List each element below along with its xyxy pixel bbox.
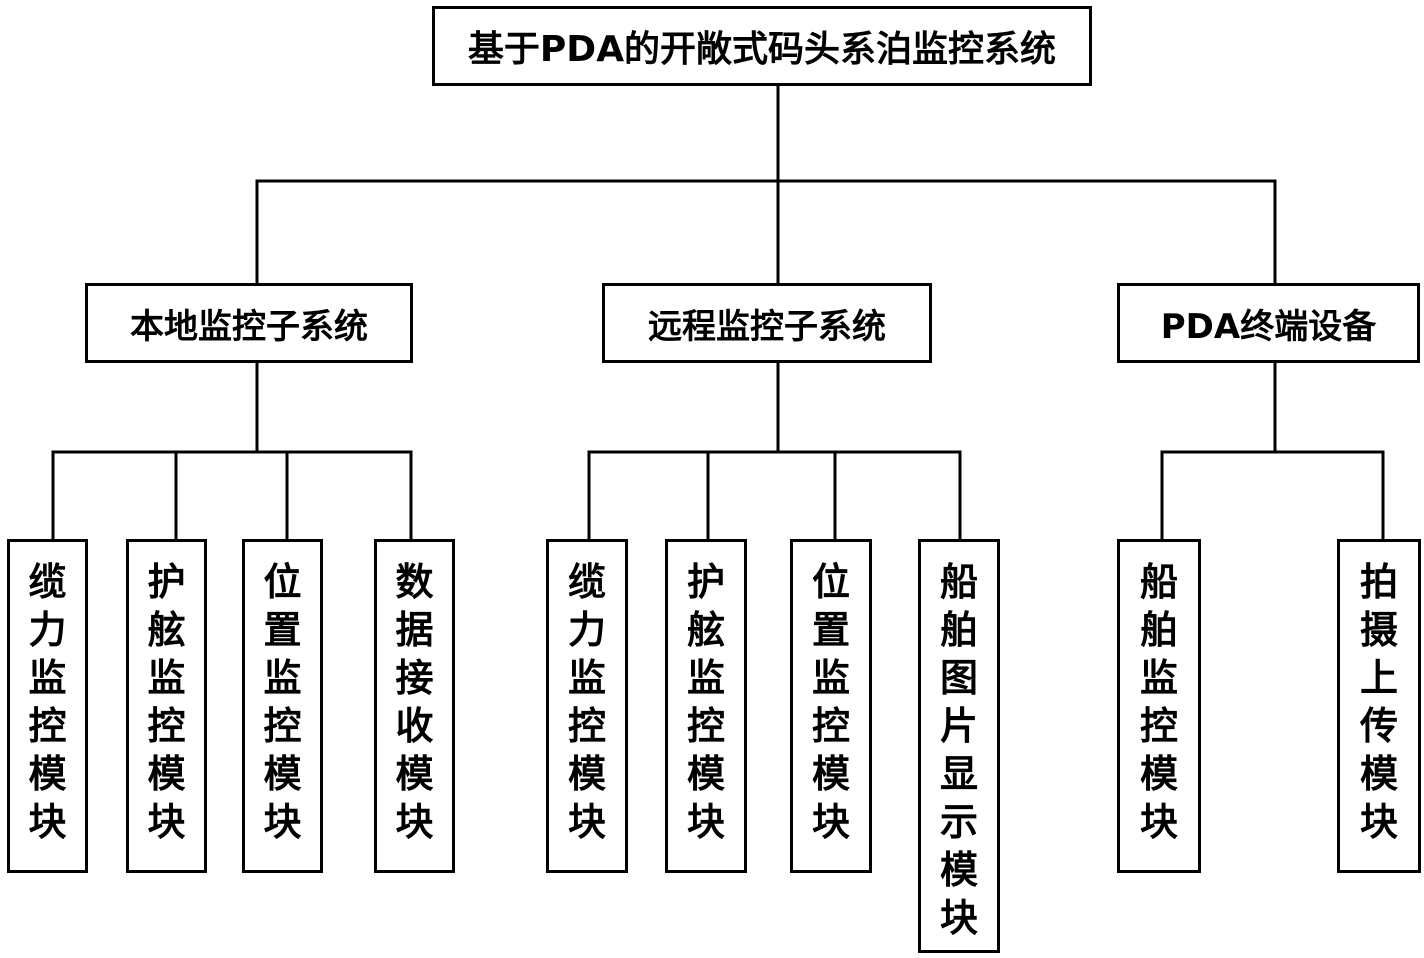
local-fender-module-label: 护舷监控模块 <box>147 560 186 844</box>
remote-fender-module-box: 护舷监控模块 <box>665 539 747 873</box>
remote-ship-image-module-box: 船舶图片显示模块 <box>918 539 1000 953</box>
pda-ship-monitor-module-label: 船舶监控模块 <box>1139 560 1178 844</box>
local-position-module-box: 位置监控模块 <box>242 539 323 873</box>
remote-position-module-box: 位置监控模块 <box>790 539 872 873</box>
root-system-box: 基于PDA的开敞式码头系泊监控系统 <box>432 6 1092 86</box>
local-fender-module-box: 护舷监控模块 <box>126 539 207 873</box>
remote-cable-force-module-label: 缆力监控模块 <box>567 560 606 844</box>
remote-position-module-label: 位置监控模块 <box>811 560 850 844</box>
remote-subsystem-label: 远程监控子系统 <box>648 306 886 347</box>
local-data-receive-module-label: 数据接收模块 <box>395 560 434 844</box>
pda-terminal-box: PDA终端设备 <box>1117 283 1420 363</box>
pda-photo-upload-module-label: 拍摄上传模块 <box>1359 560 1398 844</box>
pda-photo-upload-module-box: 拍摄上传模块 <box>1337 539 1421 873</box>
root-system-label: 基于PDA的开敞式码头系泊监控系统 <box>467 29 1057 70</box>
local-cable-force-module-label: 缆力监控模块 <box>28 560 67 844</box>
local-subsystem-label: 本地监控子系统 <box>130 306 368 347</box>
remote-ship-image-module-label: 船舶图片显示模块 <box>939 560 978 940</box>
remote-fender-module-label: 护舷监控模块 <box>686 560 725 844</box>
local-subsystem-box: 本地监控子系统 <box>85 283 413 363</box>
pda-terminal-label: PDA终端设备 <box>1160 306 1377 347</box>
remote-cable-force-module-box: 缆力监控模块 <box>546 539 628 873</box>
remote-subsystem-box: 远程监控子系统 <box>602 283 932 363</box>
pda-ship-monitor-module-box: 船舶监控模块 <box>1117 539 1201 873</box>
local-position-module-label: 位置监控模块 <box>263 560 302 844</box>
local-cable-force-module-box: 缆力监控模块 <box>7 539 88 873</box>
local-data-receive-module-box: 数据接收模块 <box>374 539 455 873</box>
